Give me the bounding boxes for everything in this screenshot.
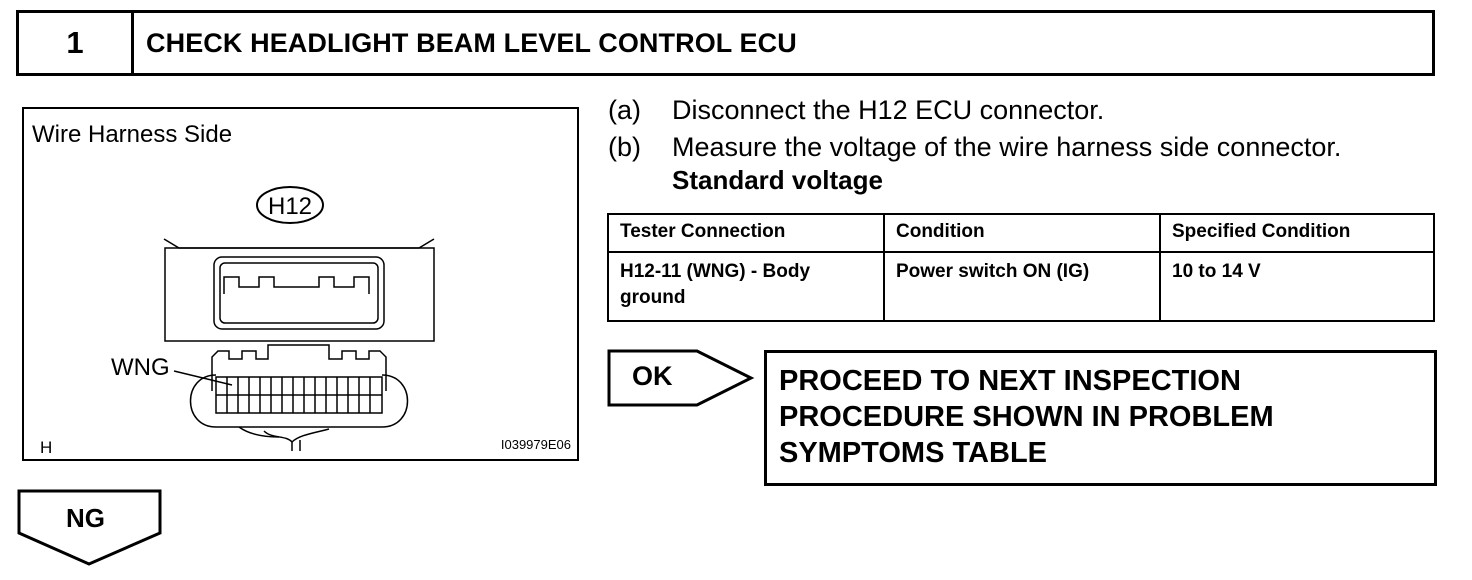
figure-caption: Wire Harness Side: [32, 121, 233, 148]
standard-voltage-label: Standard voltage: [672, 165, 883, 195]
ecu-body-outline: [163, 238, 435, 342]
instruction-letter: (b): [608, 132, 641, 162]
table-header-cell: Tester Connection: [607, 213, 885, 253]
table-header-row: Tester Connection Condition Specified Co…: [607, 213, 1435, 253]
table-row: H12-11 (WNG) - Body ground Power switch …: [607, 251, 1435, 322]
instruction-item: (a) Disconnect the H12 ECU connector.: [608, 92, 1341, 129]
connector-diagram: H12 WNG H I039979E06: [40, 186, 571, 457]
instruction-item: (b) Measure the voltage of the wire harn…: [608, 129, 1341, 166]
wire-label: WNG: [111, 354, 170, 381]
result-line: PROCEDURE SHOWN IN PROBLEM: [779, 401, 1274, 433]
connector-figure: Wire Harness Side H12 WNG: [22, 107, 579, 461]
image-code: I039979E06: [501, 437, 571, 452]
step-title: CHECK HEADLIGHT BEAM LEVEL CONTROL ECU: [146, 27, 797, 58]
ng-label: NG: [66, 503, 105, 533]
table-cell: Power switch ON (IG): [883, 251, 1161, 322]
ok-result-box: PROCEED TO NEXT INSPECTION PROCEDURE SHO…: [764, 350, 1437, 486]
ecu-connector-receptacle: [213, 256, 385, 330]
corner-mark: H: [40, 438, 52, 457]
table-header-cell: Condition: [883, 213, 1161, 253]
step-number: 1: [19, 13, 134, 73]
wire-leader-line: [173, 370, 233, 386]
instruction-list: (a) Disconnect the H12 ECU connector. (b…: [608, 92, 1341, 166]
result-line: PROCEED TO NEXT INSPECTION: [779, 365, 1241, 397]
connector-label-oval: [256, 186, 324, 224]
instruction-text: Disconnect the H12 ECU connector.: [672, 95, 1105, 125]
table-cell: H12-11 (WNG) - Body ground: [607, 251, 885, 322]
table-header-cell: Specified Condition: [1159, 213, 1435, 253]
ng-arrow-shape: [17, 489, 162, 566]
result-line: SYMPTOMS TABLE: [779, 437, 1047, 469]
ok-label: OK: [632, 361, 673, 391]
instruction-letter: (a): [608, 95, 641, 125]
connector-label: H12: [268, 193, 312, 220]
instruction-text: Measure the voltage of the wire harness …: [672, 132, 1342, 162]
harness-connector: [189, 344, 409, 451]
table-cell: 10 to 14 V: [1159, 251, 1435, 322]
spec-table: Tester Connection Condition Specified Co…: [607, 213, 1435, 322]
ok-arrow-shape: [607, 349, 755, 407]
step-header: 1 CHECK HEADLIGHT BEAM LEVEL CONTROL ECU: [16, 10, 1435, 76]
